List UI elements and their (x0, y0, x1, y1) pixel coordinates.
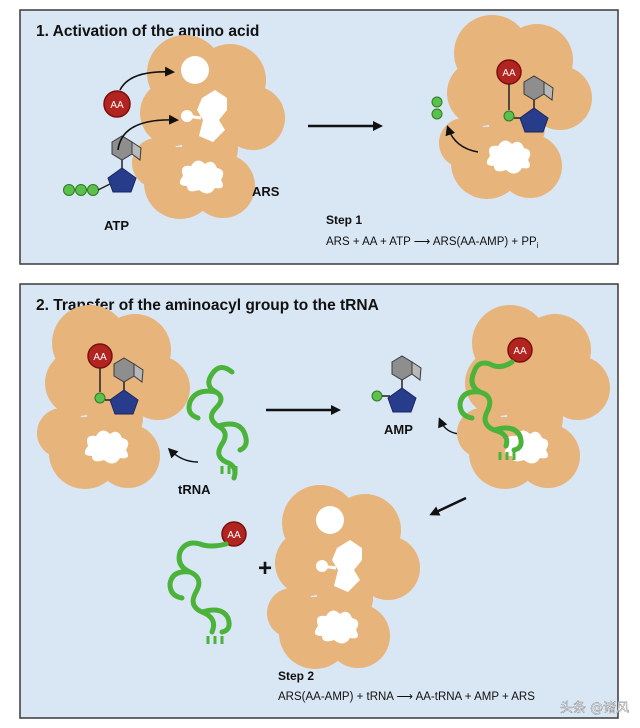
svg-text:AA: AA (227, 530, 241, 541)
atp-molecule (63, 135, 142, 196)
aa-icon-complex: AA (507, 337, 533, 363)
bound-anticodon-stubs (498, 452, 516, 460)
panel-2-title: 2. Transfer of the aminoacyl group to th… (36, 297, 379, 314)
amp-molecule (371, 355, 422, 413)
aa-amp-complex: AA (496, 59, 554, 133)
svg-text:AA: AA (110, 100, 124, 111)
release-arrow (429, 496, 467, 516)
aa-amp-complex-left: AA (87, 343, 144, 415)
step1-equation: ARS + AA + ATP ⟶ ARS(AA-AMP) + PPi (326, 236, 539, 250)
anticodon-stubs (220, 466, 238, 474)
aa-binding-arrow (119, 66, 175, 91)
step2-label: Step 2 (278, 669, 314, 683)
amino-acid-icon: AA (103, 90, 131, 118)
trna-label: tRNA (178, 482, 211, 497)
step2-equation: ARS(AA-AMP) + tRNA ⟶ AA-tRNA + AMP + ARS (278, 691, 535, 703)
plus-sign: + (258, 555, 272, 582)
watermark: 头条 @诸风 (560, 700, 629, 716)
step1-label: Step 1 (326, 213, 362, 227)
atp-label: ATP (104, 218, 129, 233)
svg-text:AA: AA (93, 352, 107, 363)
pp-release-arrow (445, 125, 479, 153)
svg-text:AA: AA (502, 68, 516, 79)
ars-label: ARS (252, 184, 280, 199)
ars-enzyme-free (267, 485, 420, 669)
aa-trna-product: AA (167, 521, 247, 644)
trna-molecule (186, 365, 249, 481)
ars-enzyme-left (132, 35, 285, 219)
amp-label: AMP (384, 422, 413, 437)
svg-text:AA: AA (513, 346, 527, 357)
bound-trna (457, 359, 524, 453)
atp-binding-arrow (117, 114, 179, 151)
trna-binding-arrow (167, 447, 199, 463)
panel-1-title: 1. Activation of the amino acid (36, 23, 259, 40)
pyrophosphate-icon (431, 96, 443, 120)
